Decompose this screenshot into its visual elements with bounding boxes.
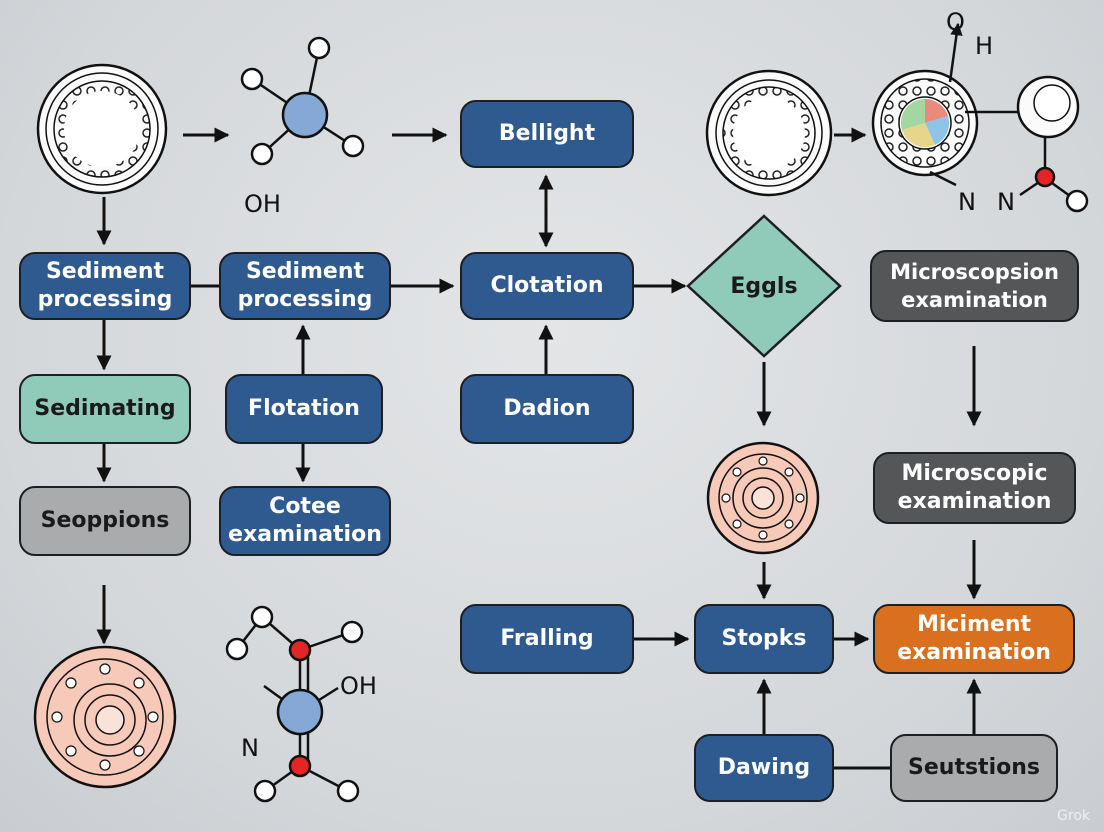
- oh-label-top: OH: [244, 190, 281, 218]
- miciment-examination-node[interactable]: Miciment examination: [873, 604, 1075, 674]
- cotee-examination-node[interactable]: Cotee examination: [219, 486, 391, 556]
- watermark-label: Grok: [1057, 808, 1090, 824]
- egg-icon-middle: [706, 441, 820, 555]
- molecule-icon-top: [240, 36, 365, 166]
- eggls-label: Eggls: [730, 273, 798, 299]
- n-label-bottom: N: [241, 734, 259, 762]
- connector-lines: [96, 127, 982, 770]
- seoppions-node[interactable]: Seoppions: [19, 486, 191, 556]
- sediment-processing-node-2[interactable]: Sediment processing: [219, 252, 391, 320]
- colored-cell-icon: [871, 69, 979, 177]
- sedimating-node[interactable]: Sedimating: [19, 374, 191, 444]
- bellight-node[interactable]: Bellight: [460, 100, 634, 168]
- stopks-node[interactable]: Stopks: [694, 604, 834, 674]
- microscopion-examination-node[interactable]: Microscopsion examination: [870, 250, 1079, 322]
- dadion-node[interactable]: Dadion: [460, 374, 634, 444]
- egg-icon-bottom-left: [33, 645, 177, 789]
- molecule-icon-bottom: [225, 605, 364, 803]
- cell-icon-top-right: [705, 69, 833, 197]
- fralling-node[interactable]: Fralling: [460, 604, 634, 674]
- microscopic-examination-node[interactable]: Microscopic examination: [873, 452, 1076, 524]
- oh-label-bottom: OH: [340, 672, 377, 700]
- flotation-node[interactable]: Flotation: [225, 374, 383, 444]
- o-label-right: O: [946, 8, 965, 36]
- dawing-node[interactable]: Dawing: [694, 734, 834, 802]
- seutstions-node[interactable]: Seutstions: [890, 734, 1058, 802]
- n-label-right-1: N: [958, 188, 976, 216]
- n-label-right-2: N: [997, 188, 1015, 216]
- molecule-icon-right: [929, 22, 1089, 213]
- sediment-processing-node-1[interactable]: Sediment processing: [19, 252, 191, 320]
- h-label-right: H: [975, 32, 993, 60]
- cell-icon-top-left: [36, 63, 168, 195]
- clotation-node[interactable]: Clotation: [460, 252, 634, 320]
- eggls-diamond[interactable]: [686, 214, 842, 358]
